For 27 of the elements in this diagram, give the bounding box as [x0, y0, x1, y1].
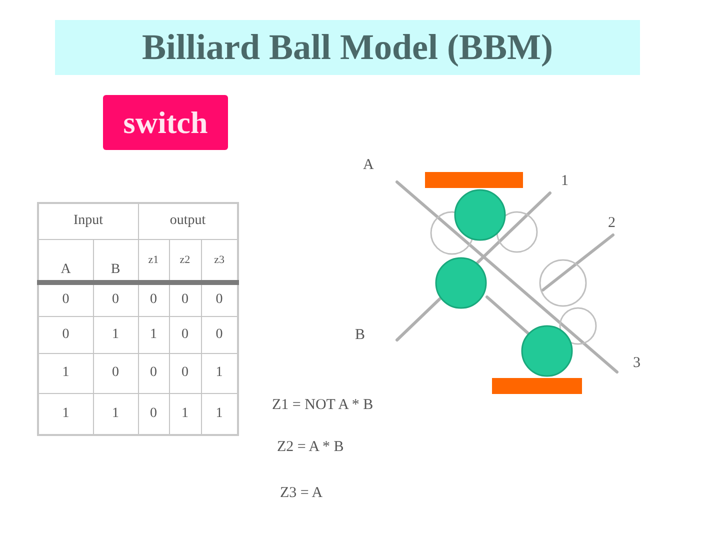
table-value: 0: [93, 282, 138, 316]
slide-title: Billiard Ball Model (BBM): [55, 20, 640, 75]
column-header: A: [38, 239, 93, 282]
table-value: 0: [169, 353, 201, 393]
equation: Z1 = NOT A * B: [272, 396, 374, 414]
table-value: 1: [93, 316, 138, 353]
table-value: 0: [93, 353, 138, 393]
section-tag: switch: [103, 95, 228, 150]
table-value: 0: [138, 353, 169, 393]
table-value: 0: [138, 282, 169, 316]
table-value: 0: [38, 282, 93, 316]
output-label: 3: [633, 354, 640, 372]
column-group-header: Input: [38, 203, 138, 239]
equation: Z3 = A: [280, 484, 323, 502]
input-label: B: [355, 326, 366, 344]
column-header: B: [93, 239, 138, 282]
output-label: 1: [561, 172, 568, 190]
table-value: 0: [169, 282, 201, 316]
input-label: A: [363, 156, 374, 174]
equation: Z2 = A * B: [277, 438, 344, 456]
output-label: 2: [608, 214, 616, 232]
column-header: z2: [169, 239, 201, 282]
table-value: 0: [169, 316, 201, 353]
table-value: 1: [38, 353, 93, 393]
table-value: 1: [138, 316, 169, 353]
column-header: z1: [138, 239, 169, 282]
table-value: 0: [38, 316, 93, 353]
